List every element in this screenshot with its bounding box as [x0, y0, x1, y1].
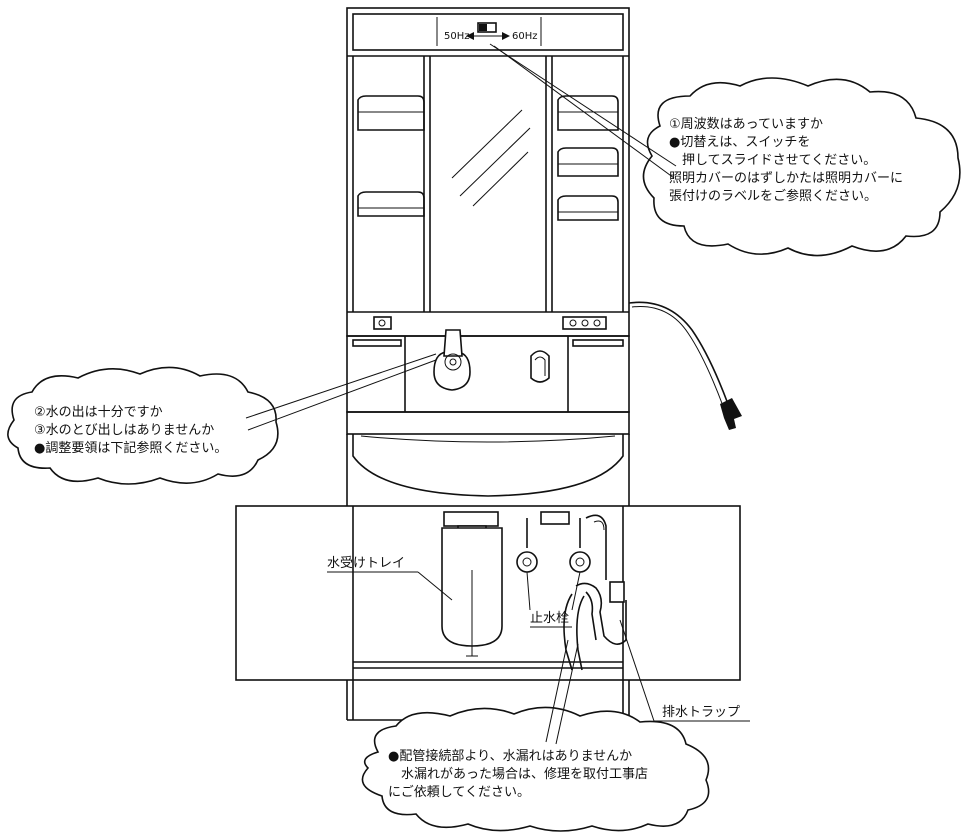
lever-handle[interactable]	[530, 350, 550, 383]
callout-water-line-3: ●調整要領は下記参照ください。	[34, 440, 227, 456]
washbasin	[346, 329, 630, 506]
callout-leak-line-3: にご依頼してください。	[388, 784, 530, 800]
light-switch[interactable]	[373, 316, 392, 330]
60hz-label: 60Hz	[512, 31, 538, 42]
faucet[interactable]	[433, 329, 471, 391]
callout-frequency: ①周波数はあっていますか ●切替えは、スイッチを 押してスライドさせてください。…	[489, 43, 961, 257]
label-tray-text: 水受けトレイ	[327, 556, 405, 571]
label-stop-valve-text: 止水栓	[530, 611, 569, 626]
label-tray: 水受けトレイ	[327, 556, 453, 601]
callout-leak: ●配管接続部より、水漏れはありませんか 水漏れがあった場合は、修理を取付工事店 …	[361, 639, 710, 832]
callout-water-line-1: ②水の出は十分ですか	[34, 405, 163, 420]
drain-trap	[563, 514, 627, 671]
callout-frequency-line-1: ①周波数はあっていますか	[669, 117, 823, 132]
frequency-switch[interactable]	[466, 22, 510, 40]
label-drain-trap: 排水トラップ	[619, 619, 750, 722]
callout-frequency-line-5: 張付けのラベルをご参照ください。	[669, 188, 877, 204]
callout-water-line-2: ③水のとび出しはありませんか	[34, 423, 214, 438]
label-drain-trap-text: 排水トラップ	[662, 705, 740, 720]
callout-frequency-line-2: ●切替えは、スイッチを	[669, 135, 810, 150]
mirror-cabinet: 50Hz 60Hz	[346, 7, 742, 430]
label-stop-valve: 止水栓	[526, 571, 581, 628]
50hz-label: 50Hz	[444, 31, 470, 42]
stop-valves[interactable]	[516, 511, 591, 573]
water-tray	[441, 511, 503, 657]
callout-frequency-line-4: 照明カバーのはずしかたは照明カバーに	[669, 171, 903, 186]
callout-water: ②水の出は十分ですか ③水のとび出しはありませんか ●調整要領は下記参照ください…	[7, 353, 437, 485]
callout-leak-line-2: 水漏れがあった場合は、修理を取付工事店	[388, 766, 648, 782]
callout-frequency-line-3: 押してスライドさせてください。	[669, 153, 876, 168]
callout-leak-line-1: ●配管接続部より、水漏れはありませんか	[388, 748, 632, 764]
